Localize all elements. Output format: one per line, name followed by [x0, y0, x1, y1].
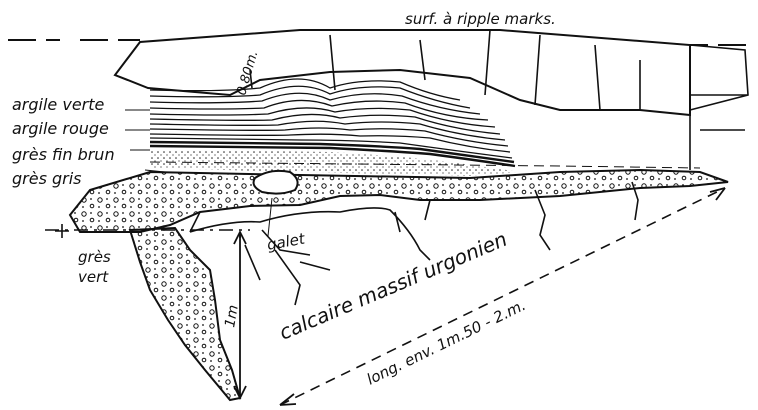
length-label: long. env. 1m.50 - 2.m. [364, 296, 529, 389]
galet-pebble [254, 171, 298, 194]
gres-vert-label-line2: vert [78, 268, 109, 286]
gres-vert-label-line1: grès [78, 248, 111, 266]
one-meter-label: 1m [222, 304, 242, 329]
galet-label: galet [266, 229, 308, 254]
argile-rouge-label: argile rouge [12, 119, 109, 138]
argile-verte-label: argile verte [12, 95, 105, 114]
gres-gris-label: grès gris [12, 169, 82, 188]
right-block [690, 45, 748, 170]
gres-fin-brun-label: grès fin brun [12, 145, 115, 164]
surface-label: surf. à ripple marks. [405, 10, 556, 28]
grey-sandstone-layer [70, 170, 728, 232]
plus-mark [55, 224, 69, 238]
